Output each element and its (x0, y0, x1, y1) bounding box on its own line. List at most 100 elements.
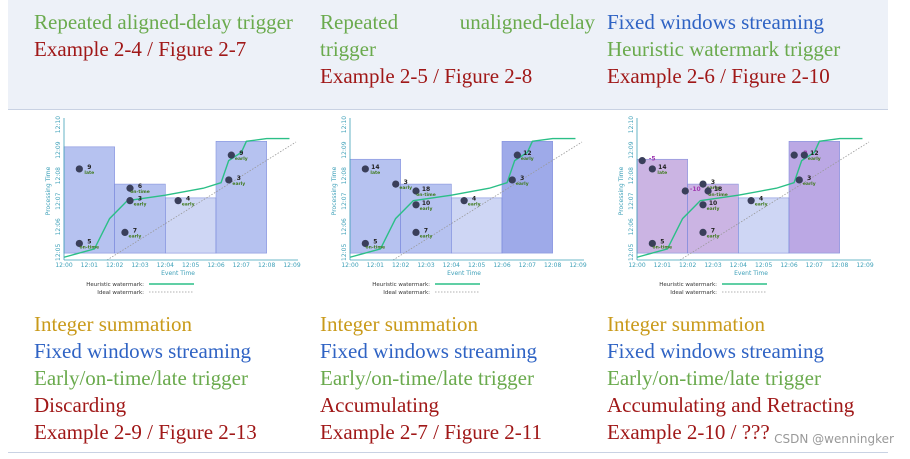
pane-timing-label: early (755, 202, 768, 208)
pane-value: 6 (138, 183, 142, 190)
x-tick-label: 12:01 (81, 262, 98, 269)
y-tick-label: 12:09 (628, 141, 635, 158)
trigger-title: Repeated unaligned-delay (320, 10, 595, 34)
y-tick-label: 12:10 (55, 116, 62, 133)
y-tick-label: 12:07 (55, 192, 62, 209)
legend-heuristic-label: Heuristic watermark: (659, 282, 717, 288)
x-axis-title: Event Time (447, 270, 481, 277)
y-tick-label: 12:08 (628, 167, 635, 184)
x-tick-label: 12:05 (182, 262, 199, 269)
x-tick-label: 12:06 (780, 262, 797, 269)
ideal-watermark-line (679, 141, 870, 261)
pane-value: 12 (810, 150, 818, 157)
heuristic-watermark-line (63, 137, 290, 258)
pane-timing-label: early (808, 156, 821, 162)
windowing-label: Fixed windows streaming (607, 339, 824, 363)
data-point-bubble (704, 187, 712, 195)
y-tick-label: 12:05 (341, 244, 348, 261)
pane-timing-label: on-time (416, 192, 436, 198)
x-tick-label: 12:05 (468, 262, 485, 269)
pane-timing-label: early (521, 156, 534, 162)
header-band (8, 0, 888, 110)
window-pane (215, 141, 267, 254)
legend-ideal-label: Ideal watermark: (670, 290, 717, 296)
pane-timing-label: early (707, 233, 720, 239)
aggregation-label: Integer summation (607, 312, 766, 336)
top-column-1: Repeated aligned-delay trigger Example 2… (34, 9, 319, 63)
pane-timing-label: early (235, 156, 248, 162)
x-tick-label: 12:02 (679, 262, 696, 269)
legend-ideal-label: Ideal watermark: (97, 290, 144, 296)
data-point-bubble (790, 151, 798, 159)
x-tick-label: 12:03 (131, 262, 148, 269)
pane-value: 3 (807, 175, 811, 182)
pane-timing-label: on-time (653, 244, 673, 250)
x-axis-title: Event Time (161, 270, 195, 277)
data-point-bubble (412, 187, 420, 195)
data-point-bubble (126, 197, 134, 205)
pane-value: 3 (520, 175, 524, 182)
data-point-bubble (795, 176, 803, 184)
data-point-bubble (513, 151, 521, 159)
y-tick-label: 12:09 (341, 141, 348, 158)
y-tick-label: 12:08 (341, 167, 348, 184)
pane-value: 18 (714, 186, 722, 193)
pane-timing-label: early (232, 181, 245, 187)
y-axis-title: Processing Time (331, 166, 338, 215)
x-tick-label: 12:02 (392, 262, 409, 269)
y-axis-title: Processing Time (618, 166, 625, 215)
y-tick-label: 12:05 (55, 244, 62, 261)
data-point-bubble (699, 180, 707, 188)
data-point-bubble (460, 197, 468, 205)
heuristic-watermark-line (636, 137, 863, 258)
pane-timing-label: late (370, 170, 380, 176)
data-point-bubble (508, 176, 516, 184)
data-point-bubble (121, 228, 129, 236)
data-point-bubble (75, 239, 83, 248)
aggregation-label: Integer summation (34, 312, 193, 336)
pane-timing-label: late (84, 170, 94, 176)
pane-value: 10 (709, 200, 717, 207)
pane-value: 4 (186, 196, 190, 203)
data-point-bubble (412, 201, 420, 209)
x-tick-label: 12:02 (106, 262, 123, 269)
data-point-bubble (699, 201, 707, 209)
pane-timing-label: on-time (708, 192, 728, 198)
pane-value: 7 (133, 227, 137, 234)
pane-timing-label: early (182, 202, 195, 208)
example-reference: Example 2-6 / Figure 2-10 (607, 64, 830, 88)
data-point-bubble (648, 239, 656, 248)
windowing-title: Fixed windows streaming (607, 10, 824, 34)
trigger-title: Repeated aligned-delay trigger (34, 10, 293, 34)
pane-value: 3 (404, 179, 408, 186)
bottom-divider (8, 452, 888, 453)
pane-value: 10 (422, 200, 430, 207)
x-tick-label: 12:08 (544, 262, 561, 269)
data-point-bubble (126, 184, 134, 192)
y-tick-label: 12:06 (341, 218, 348, 235)
y-tick-label: 12:10 (628, 116, 635, 133)
x-tick-label: 12:06 (207, 262, 224, 269)
pane-timing-label: on-time (130, 189, 150, 195)
pane-timing-label: early (516, 181, 529, 187)
data-point-bubble (392, 180, 400, 188)
pane-timing-label: early (420, 233, 433, 239)
x-tick-label: 12:00 (55, 262, 72, 269)
trigger-title-cont: trigger (320, 37, 376, 61)
pane-value: 3 (237, 175, 241, 182)
window-pane (451, 197, 503, 254)
pane-timing-label: early (129, 233, 142, 239)
accumulation-label: Accumulating and Retracting (607, 393, 855, 417)
y-tick-label: 12:06 (55, 218, 62, 235)
pane-timing-label: early (803, 181, 816, 187)
y-tick-label: 12:10 (341, 116, 348, 133)
y-tick-label: 12:07 (341, 192, 348, 209)
pane-value: -5 (649, 156, 656, 163)
bottom-column-1: Integer summation Fixed windows streamin… (34, 311, 319, 446)
accumulation-label: Accumulating (320, 393, 439, 417)
example-reference: Example 2-10 / ??? (607, 420, 770, 444)
window-pane (114, 183, 166, 254)
